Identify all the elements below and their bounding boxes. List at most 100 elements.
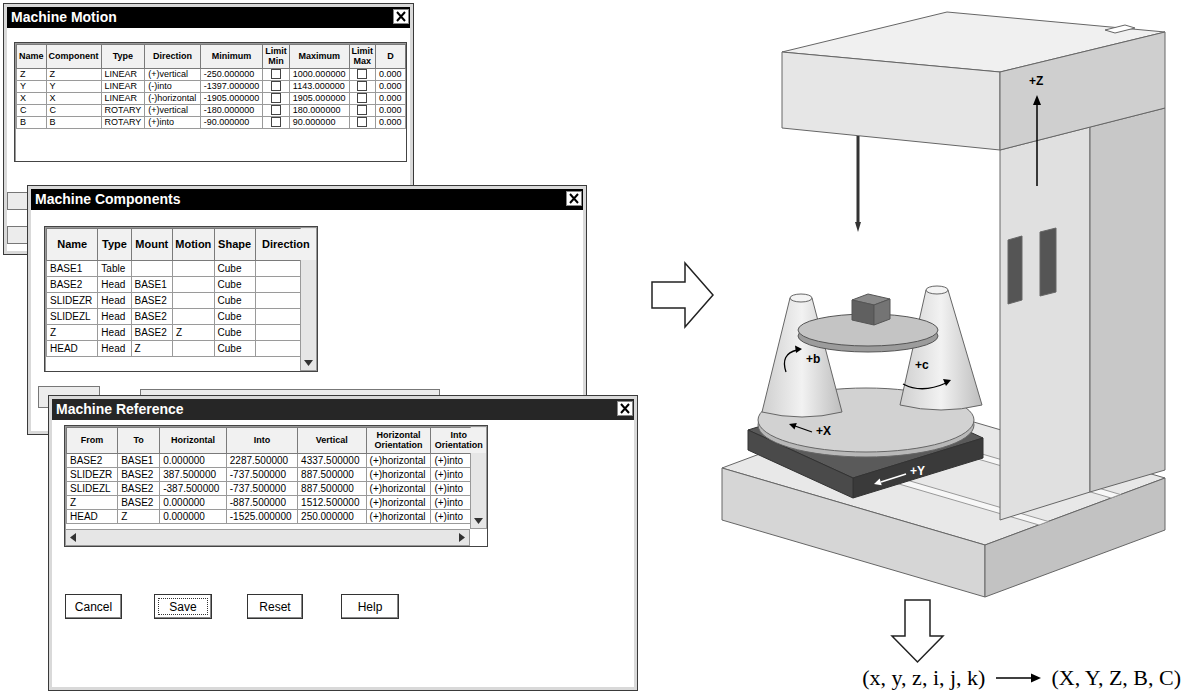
table-cell: (+)into [431, 481, 487, 495]
column-header: Name [17, 45, 47, 69]
table-cell: 887.500000 [298, 481, 366, 495]
table-row: CCROTARY(+)vertical-180.000000180.000000… [17, 104, 406, 116]
window-title: Machine Motion [11, 9, 117, 25]
checkbox [357, 117, 367, 127]
table-cell: 90.000000 [289, 116, 349, 128]
checkbox [271, 117, 281, 127]
table-cell: BASE2 [47, 276, 98, 292]
table-cell: Z [118, 509, 160, 523]
table-cell: -737.500000 [226, 467, 297, 481]
table-cell: SLIDEZR [47, 292, 98, 308]
table-cell: HEAD [67, 509, 118, 523]
formula: (x, y, z, i, j, k)(X, Y, Z, B, C) [862, 665, 1181, 691]
table-cell: LINEAR [101, 80, 145, 92]
column-header: Direction [255, 229, 316, 261]
column-header: To [118, 428, 160, 454]
table-cell: Cube [214, 308, 255, 324]
empty-cell [173, 308, 215, 324]
window-title: Machine Components [35, 191, 180, 207]
table-cell: -887.500000 [226, 495, 297, 509]
table-cell: -1525.000000 [226, 509, 297, 523]
checkbox-cell [349, 92, 376, 104]
table-cell: -1397.000000 [200, 80, 263, 92]
push-button: Cancel [65, 594, 122, 619]
table-cell: 1512.500000 [298, 495, 366, 509]
table-cell: (-)horizontal [145, 92, 201, 104]
table-cell: Y [46, 80, 101, 92]
table-cell: -180.000000 [200, 104, 263, 116]
checkbox [357, 69, 367, 79]
header-row: NameComponentTypeDirectionMinimumLimit M… [17, 45, 406, 69]
column-header: Type [101, 45, 145, 69]
data-table: FromToHorizontalIntoVerticalHorizontal O… [66, 427, 487, 524]
table-cell: -90.000000 [200, 116, 263, 128]
table-cell: 0.000000 [160, 495, 227, 509]
table-cell: ROTARY [101, 104, 145, 116]
table-cell: (+)into [431, 467, 487, 481]
column-header: Shape [214, 229, 255, 261]
table-cell: B [17, 116, 47, 128]
table-cell: Y [17, 80, 47, 92]
checkbox [271, 105, 281, 115]
checkbox-cell [349, 104, 376, 116]
spindle [855, 136, 861, 232]
formula-arrow [995, 671, 1041, 685]
table-cell: LINEAR [101, 68, 145, 80]
table-cell: BASE2 [118, 495, 160, 509]
table-frame: FromToHorizontalIntoVerticalHorizontal O… [64, 425, 488, 547]
empty-cell [173, 276, 215, 292]
tilt-table [798, 294, 938, 352]
table-cell: SLIDEZR [67, 467, 118, 481]
axis-label: +b [806, 352, 820, 366]
table-cell: (-)into [145, 80, 201, 92]
table-cell: (+)horizontal [366, 481, 431, 495]
table-cell: Head [98, 308, 131, 324]
table-cell: -1905.000000 [200, 92, 263, 104]
flow-arrows [652, 263, 943, 662]
push-button: Help [341, 594, 399, 619]
window-title: Machine Reference [56, 401, 184, 417]
table-cell: 0.000000 [160, 509, 227, 523]
empty-cell [173, 340, 215, 356]
table-cell: Cube [214, 340, 255, 356]
table-cell: (+)into [145, 116, 201, 128]
checkbox-cell [263, 116, 290, 128]
table-cell: Head [98, 324, 131, 340]
column-header: Component [46, 45, 101, 69]
table-cell: SLIDEZL [67, 481, 118, 495]
close-button [393, 9, 409, 24]
column-header: Motion [173, 229, 215, 261]
column-header: Horizontal Orientation [366, 428, 431, 454]
checkbox [271, 69, 281, 79]
machine-arm [782, 12, 1165, 150]
table-cell: (+)vertical [145, 68, 201, 80]
table-cell: 387.500000 [160, 467, 227, 481]
column-header: D [376, 45, 406, 69]
column-header: Name [47, 229, 98, 261]
table-row: BASE2HeadBASE1Cube [47, 276, 317, 292]
table-cell: (+)horizontal [366, 467, 431, 481]
table-cell: X [46, 92, 101, 104]
table-cell: 180.000000 [289, 104, 349, 116]
checkbox-cell [263, 80, 290, 92]
checkbox-cell [349, 116, 376, 128]
table-row: YYLINEAR(-)into-1397.0000001143.0000000.… [17, 80, 406, 92]
table-cell: 0.000 [376, 92, 406, 104]
table-body: NameComponentTypeDirectionMinimumLimit M… [17, 45, 406, 129]
table-cell: BASE2 [131, 308, 173, 324]
table-row: BBROTARY(+)into-90.00000090.0000000.000 [17, 116, 406, 128]
checkbox [357, 93, 367, 103]
table-cell: Cube [214, 324, 255, 340]
checkbox [357, 105, 367, 115]
title-bar: Machine Components [31, 189, 583, 210]
checkbox-cell [263, 104, 290, 116]
column-header: Direction [145, 45, 201, 69]
push-button: Save [154, 594, 212, 619]
checkbox [271, 81, 281, 91]
table-cell: 0.000 [376, 104, 406, 116]
axis-label: +Y [910, 464, 925, 478]
table-cell: -250.000000 [200, 68, 263, 80]
table-cell: (+)into [431, 495, 487, 509]
table-row: SLIDEZLHeadBASE2Cube [47, 308, 317, 324]
